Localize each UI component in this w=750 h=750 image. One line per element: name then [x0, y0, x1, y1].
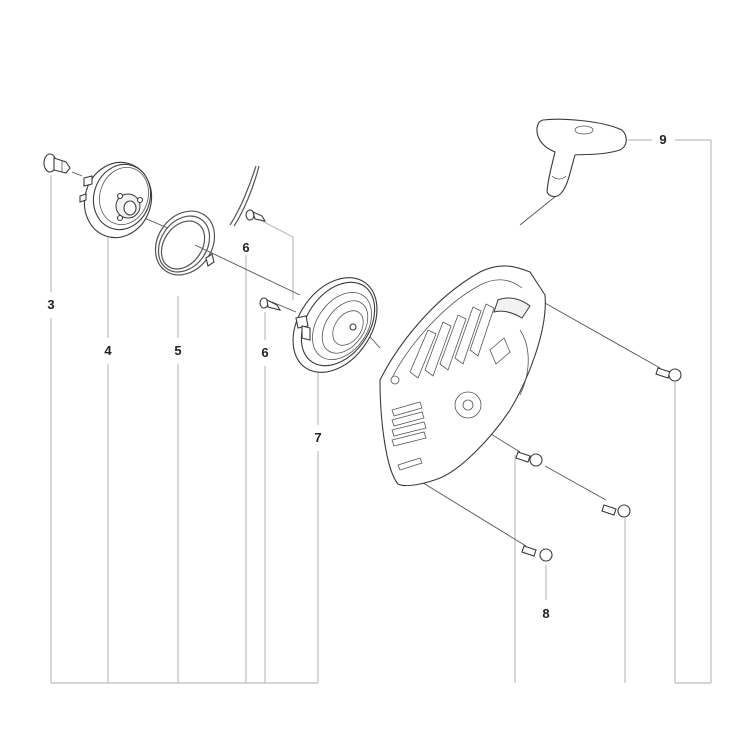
part-9-handle	[536, 118, 627, 198]
part-3-bolt	[43, 153, 71, 174]
callout-9: 9	[657, 132, 669, 147]
callout-4: 4	[102, 343, 114, 358]
assembly-axes	[71, 171, 661, 547]
part-8-screws	[515, 367, 682, 562]
callout-5: 5	[172, 343, 184, 358]
callout-6-lower: 6	[259, 345, 271, 360]
part-7-cassette	[292, 277, 378, 373]
part-4-pulley	[79, 161, 153, 239]
screw-8d	[521, 545, 553, 562]
lower-vents	[391, 401, 427, 471]
callout-7: 7	[312, 430, 324, 445]
screw-8b	[515, 451, 543, 467]
callout-6-upper: 6	[240, 240, 252, 255]
part-6-screw-lower	[259, 297, 282, 311]
upper-vents	[409, 303, 495, 379]
part-6-screw-upper	[245, 209, 267, 222]
screw-8c	[601, 504, 631, 518]
callout-8: 8	[540, 606, 552, 621]
part-5-cord	[154, 165, 260, 276]
starter-housing	[379, 265, 546, 487]
leader-lines	[50, 139, 712, 684]
screw-8a	[655, 367, 682, 382]
callout-3: 3	[45, 297, 57, 312]
